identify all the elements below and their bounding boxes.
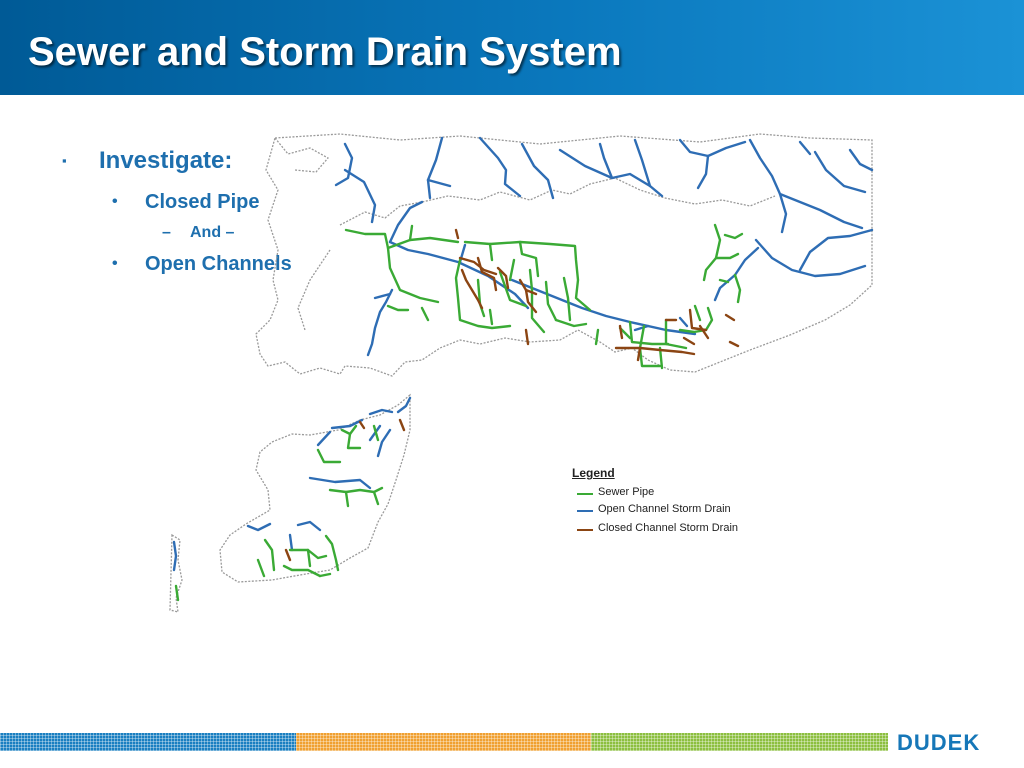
bullet-open-channels-label: Open Channels [145,253,292,275]
legend-title: Legend [572,466,615,480]
southwest-sliver [169,533,183,613]
footer-band-green [591,733,888,751]
north-boundary [255,133,873,377]
legend-swatch-closed-channel [577,529,593,531]
south-boundary [219,393,411,583]
legend-label-sewer: Sewer Pipe [598,486,655,498]
watershed-boundaries [169,133,873,613]
footer-band-blue [0,733,296,751]
bullet-investigate-colon: : [224,147,233,174]
dudek-logo: DUDEK [897,730,981,755]
bullet-and-label: And – [190,224,235,241]
bullet-investigate-label: Investigate [99,147,225,174]
legend-swatch-sewer [577,493,593,495]
legend-label-open-channel: Open Channel Storm Drain [598,503,731,515]
drainage-map [169,133,874,613]
legend-label-closed-channel: Closed Channel Storm Drain [598,522,739,534]
closed-channel-network [284,228,740,562]
slide-title: Sewer and Storm Drain System [28,30,622,74]
title-bar [0,0,1024,95]
footer-band-orange [296,733,591,751]
footer-color-bands [0,733,890,751]
inner-ridge [339,177,776,226]
sewer-network [174,223,744,602]
open-channel-network [172,136,874,572]
inner-ridge-2 [297,249,331,331]
dash-bullet-icon: – [162,224,171,241]
legend-swatch-open-channel [577,510,593,512]
square-bullet-icon: ▪ [62,153,67,168]
round-bullet-icon: • [112,255,118,272]
round-bullet-icon: • [112,193,118,210]
bullet-closed-pipe-label: Closed Pipe [145,191,260,213]
west-edge [274,137,330,173]
